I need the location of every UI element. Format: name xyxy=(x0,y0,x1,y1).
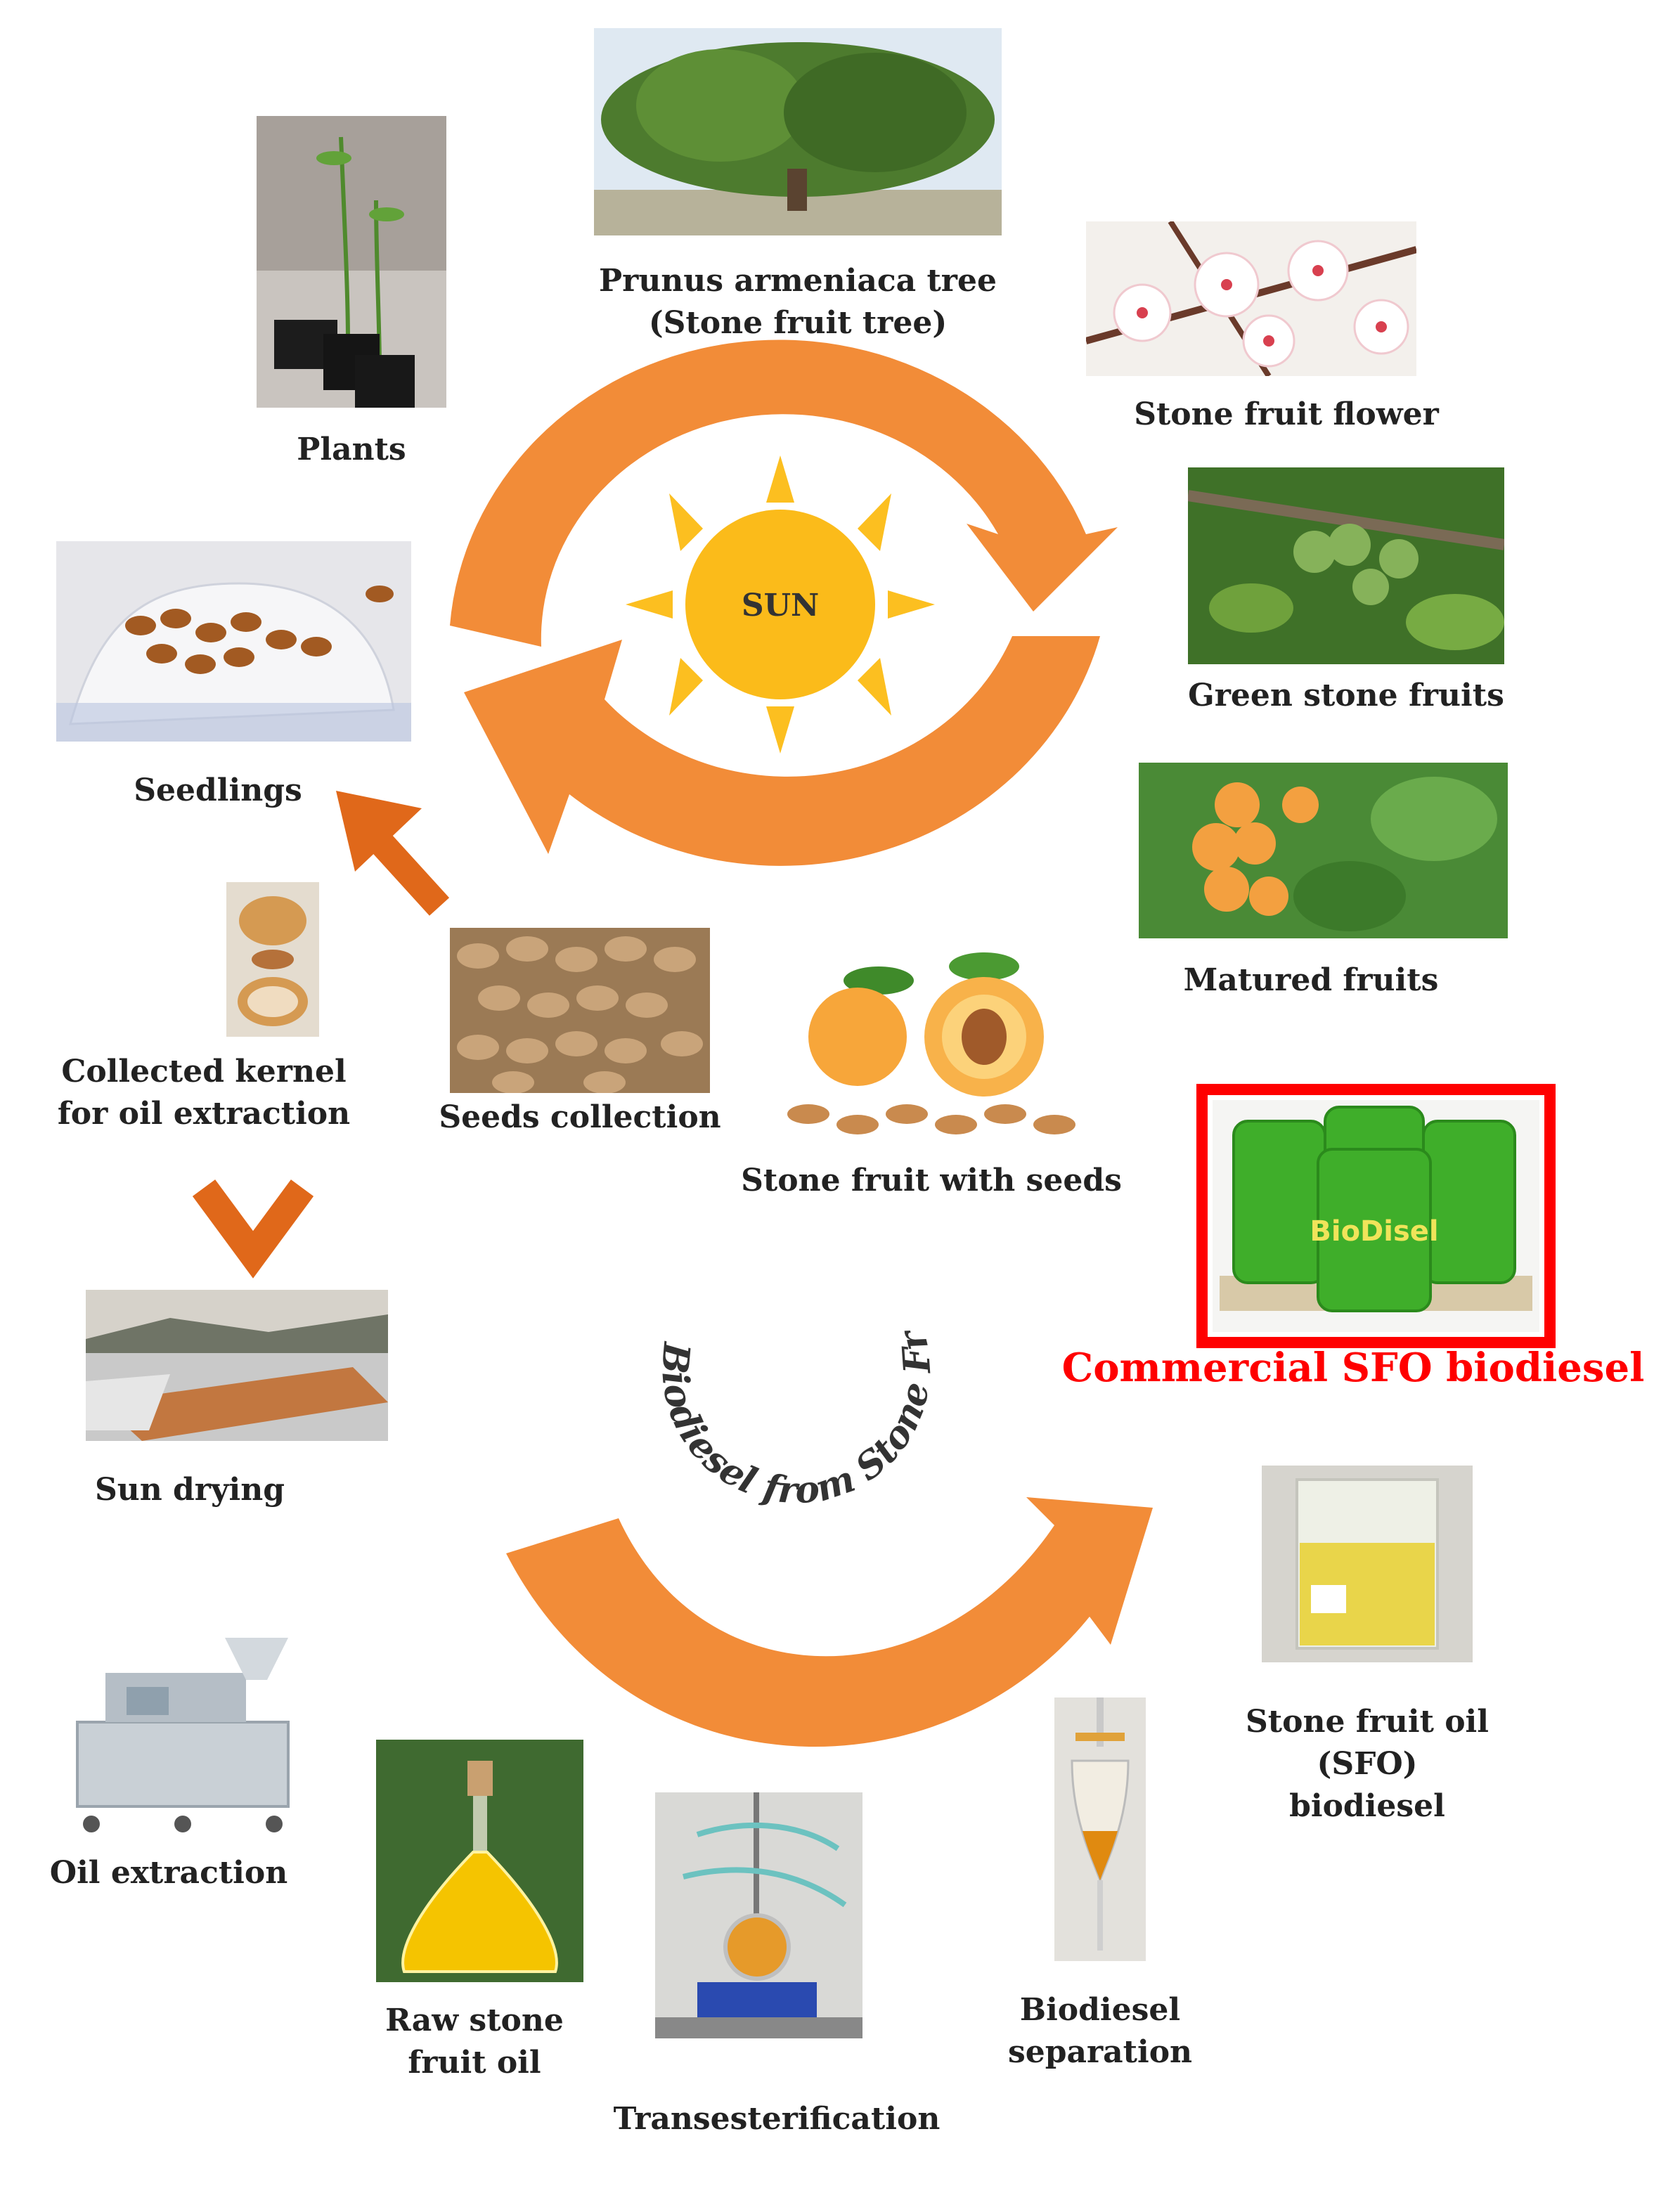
raw-oil-photo xyxy=(376,1740,583,1982)
label-raw-oil-line1: Raw stone xyxy=(385,2003,564,2038)
flower-photo xyxy=(1086,221,1416,376)
process-arrow xyxy=(506,1497,1153,1747)
label-plants: Plants xyxy=(297,432,406,467)
label-oil-extraction: Oil extraction xyxy=(49,1855,288,1891)
label-separation: Biodiesel separation xyxy=(967,1989,1234,2074)
label-separation-line1: Biodiesel xyxy=(1019,1992,1181,2028)
commercial-highlight-box xyxy=(1196,1084,1556,1348)
cycle-arrow-top xyxy=(450,339,1118,647)
label-commercial: Commercial SFO biodiesel xyxy=(1061,1345,1645,1391)
label-kernel-line1: Collected kernel xyxy=(61,1054,347,1089)
label-flower: Stone fruit flower xyxy=(1134,396,1439,432)
fruit-with-seeds-photo xyxy=(780,938,1083,1146)
plants-photo xyxy=(257,116,446,408)
label-kernel: Collected kernel for oil extraction xyxy=(42,1051,366,1135)
label-tree-line2: (Stone fruit tree) xyxy=(648,305,948,341)
label-raw-oil: Raw stone fruit oil xyxy=(334,2000,615,2084)
label-seeds-collection: Seeds collection xyxy=(439,1099,721,1135)
separation-photo xyxy=(1054,1697,1146,1961)
sun-label: SUN xyxy=(742,588,819,623)
kernel-photo xyxy=(226,882,319,1037)
label-sun-drying: Sun drying xyxy=(94,1472,285,1508)
label-matured-fruits: Matured fruits xyxy=(1183,962,1439,998)
sfo-beaker-photo xyxy=(1262,1466,1473,1662)
label-sfo-line1: Stone fruit oil xyxy=(1246,1704,1489,1740)
barrel-label: BioDisel xyxy=(1310,1215,1438,1248)
label-raw-oil-line2: fruit oil xyxy=(408,2045,541,2081)
seedlings-photo xyxy=(56,541,411,742)
label-fruit-seeds: Stone fruit with seeds xyxy=(741,1163,1122,1198)
arrow-to-drying xyxy=(192,1179,314,1279)
label-sfo: Stone fruit oil (SFO) biodiesel xyxy=(1209,1701,1525,1828)
tree-photo xyxy=(594,28,1002,235)
barrels-photo: BioDisel xyxy=(1213,1100,1539,1332)
label-green-fruits: Green stone fruits xyxy=(1188,678,1504,713)
label-seedlings: Seedlings xyxy=(134,772,302,808)
sun-drying-photo xyxy=(86,1290,388,1441)
label-separation-line2: separation xyxy=(1007,2034,1193,2070)
label-tree-line1: Prunus armeniaca tree xyxy=(599,263,997,299)
cycle-arrow-bottom xyxy=(464,636,1100,866)
label-sfo-line3: biodiesel xyxy=(1289,1788,1445,1824)
label-kernel-line2: for oil extraction xyxy=(57,1096,351,1132)
label-sfo-line2: (SFO) xyxy=(1317,1746,1418,1782)
oil-extraction-photo xyxy=(63,1624,302,1838)
label-transesterification: Transesterification xyxy=(613,2101,941,2137)
transesterification-photo xyxy=(655,1792,862,2038)
matured-fruits-photo xyxy=(1139,763,1508,938)
seeds-collection-photo xyxy=(450,928,710,1093)
green-fruits-photo xyxy=(1188,467,1504,664)
label-tree: Prunus armeniaca tree (Stone fruit tree) xyxy=(587,260,1009,344)
arrow-to-seedlings xyxy=(336,791,450,916)
sun-icon xyxy=(626,455,935,754)
